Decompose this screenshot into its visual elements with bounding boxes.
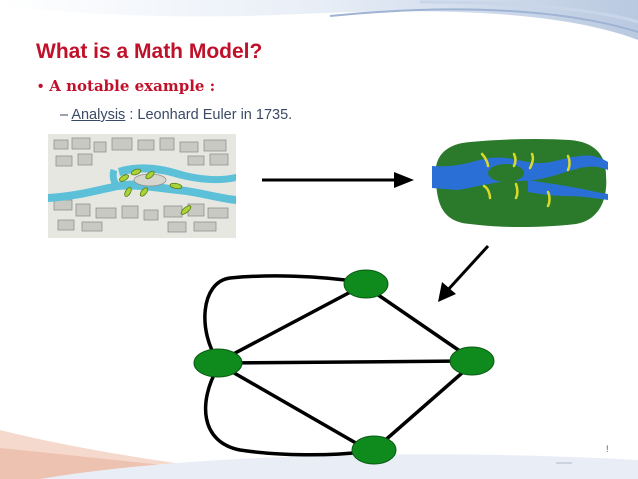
- graph-edge: [203, 366, 363, 457]
- sub-bullet-text: : Leonhard Euler in 1735.: [125, 107, 293, 123]
- bottom-wave-decoration: [0, 430, 638, 479]
- analysis-link[interactable]: Analysis: [71, 107, 126, 123]
- top-wave-decoration: [0, 0, 638, 40]
- graph-edge: [203, 274, 361, 362]
- graph-edge: [372, 364, 472, 452]
- graph-edge: [221, 359, 467, 365]
- euler-graph-diagram: [193, 269, 495, 465]
- konigsberg-map-image: [48, 134, 236, 238]
- graph-edge: [221, 286, 359, 362]
- page-number: !: [606, 444, 609, 454]
- graph-edge: [367, 286, 471, 360]
- graph-node-right: [449, 346, 495, 376]
- island-bridges-diagram: [432, 138, 608, 227]
- bullet-marker: •: [38, 78, 44, 95]
- graph-node-top: [343, 269, 389, 299]
- slide-title: What is a Math Model?: [36, 40, 263, 63]
- graph-node-left: [193, 348, 243, 378]
- graph-edge: [221, 364, 369, 452]
- sub-bullet: – Analysis : Leonhard Euler in 1735.: [60, 107, 292, 123]
- bullet-item: • A notable example :: [38, 77, 215, 95]
- arrow-right-icon: [262, 172, 414, 188]
- bullet-text: A notable example :: [49, 77, 216, 95]
- graph-node-bottom: [351, 435, 397, 465]
- sub-bullet-dash: –: [60, 107, 69, 123]
- arrow-down-left-icon: [438, 244, 490, 302]
